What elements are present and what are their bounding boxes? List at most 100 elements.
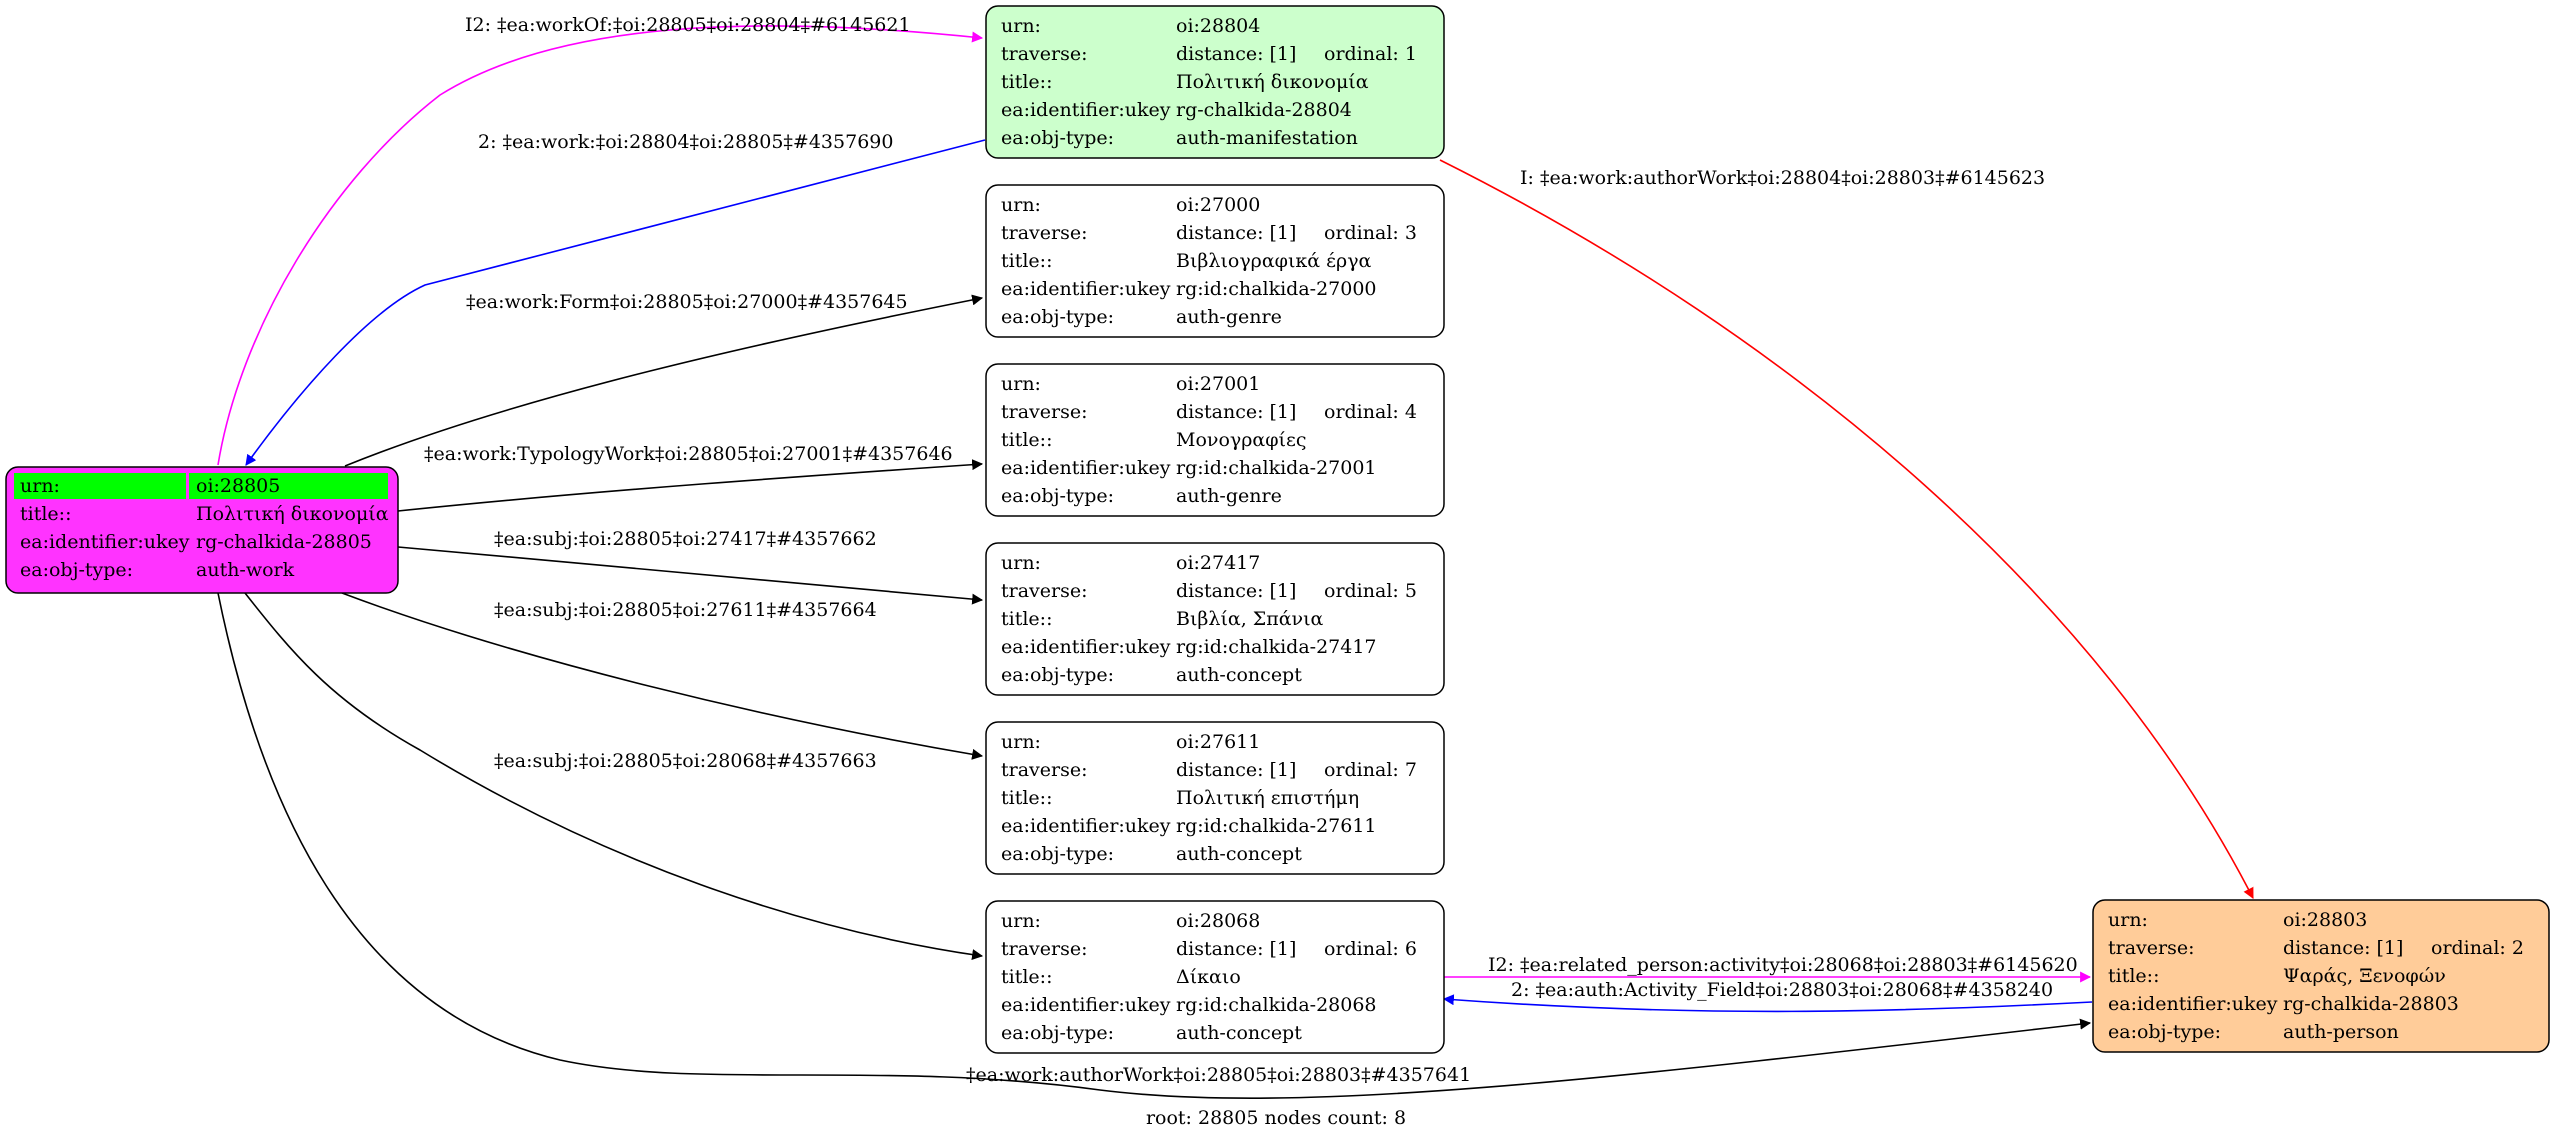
- node-key: ea:identifier:ukey: [1001, 457, 1171, 479]
- node-key: title::: [20, 503, 71, 525]
- node-oi-28068[interactable]: urn: oi:28068 traverse: distance: [1] or…: [985, 900, 1445, 1054]
- node-ordinal: ordinal: 7: [1324, 759, 1417, 781]
- edge-label-related-person: I2: ‡ea:related_person:activity‡oi:28068…: [1488, 954, 2078, 976]
- node-key: urn:: [2108, 909, 2148, 931]
- node-oi-27417[interactable]: urn: oi:27417 traverse: distance: [1] or…: [985, 542, 1445, 696]
- node-value: oi:27417: [1176, 552, 1260, 574]
- edge-label-authorwork-black: ‡ea:work:authorWork‡oi:28805‡oi:28803‡#4…: [966, 1064, 1471, 1086]
- node-ordinal: ordinal: 5: [1324, 580, 1417, 602]
- node-key: title::: [1001, 966, 1052, 988]
- node-oi-27611[interactable]: urn: oi:27611 traverse: distance: [1] or…: [985, 721, 1445, 875]
- node-oi-27000[interactable]: urn: oi:27000 traverse: distance: [1] or…: [985, 184, 1445, 338]
- node-ordinal: ordinal: 4: [1324, 401, 1417, 423]
- node-value: Βιβλιογραφικά έργα: [1176, 250, 1372, 272]
- edge-label-activity-field: 2: ‡ea:auth:Activity_Field‡oi:28803‡oi:2…: [1511, 979, 2053, 1001]
- node-value: auth-genre: [1176, 485, 1282, 507]
- edge-work[interactable]: [245, 139, 986, 466]
- node-oi-28805[interactable]: urn: oi:28805 title:: Πολιτική δικονομία…: [5, 466, 399, 594]
- node-key: ea:identifier:ukey: [1001, 815, 1171, 837]
- node-key: traverse:: [1001, 580, 1088, 602]
- node-ordinal: ordinal: 3: [1324, 222, 1417, 244]
- edge-authorwork-black[interactable]: [217, 592, 2092, 1099]
- node-value: Μονογραφίες: [1176, 429, 1306, 451]
- node-value: auth-genre: [1176, 306, 1282, 328]
- node-value: rg:id:chalkida-27000: [1176, 278, 1377, 300]
- node-value: oi:27001: [1176, 373, 1260, 395]
- edge-subj-27611[interactable]: [341, 592, 984, 760]
- node-key: urn:: [1001, 15, 1041, 37]
- node-key: title::: [1001, 608, 1052, 630]
- edge-workof[interactable]: [217, 25, 984, 466]
- node-key: traverse:: [1001, 222, 1088, 244]
- edge-authorwork-red[interactable]: [1439, 159, 2254, 899]
- edge-label-subj-27611: ‡ea:subj:‡oi:28805‡oi:27611‡#4357664: [494, 599, 877, 621]
- edge-subj-28068[interactable]: [244, 592, 984, 961]
- node-value: distance: [1]: [1176, 43, 1296, 65]
- node-key: ea:obj-type:: [1001, 127, 1114, 149]
- edge-form[interactable]: [344, 294, 984, 467]
- node-key: ea:obj-type:: [2108, 1021, 2221, 1043]
- node-key: traverse:: [2108, 937, 2195, 959]
- node-ordinal: ordinal: 2: [2431, 937, 2524, 959]
- node-value: Βιβλία, Σπάνια: [1176, 608, 1324, 630]
- node-value: Πολιτική επιστήμη: [1176, 787, 1359, 809]
- node-key: ea:obj-type:: [1001, 306, 1114, 328]
- edge-label-workof: I2: ‡ea:workOf:‡oi:28805‡oi:28804‡#61456…: [465, 14, 911, 36]
- node-value: distance: [1]: [1176, 580, 1296, 602]
- node-key: traverse:: [1001, 401, 1088, 423]
- node-key: urn:: [1001, 910, 1041, 932]
- node-value: auth-concept: [1176, 843, 1302, 865]
- node-key: ea:identifier:ukey: [1001, 994, 1171, 1016]
- node-key: ea:obj-type:: [20, 559, 133, 581]
- node-key: ea:identifier:ukey: [1001, 636, 1171, 658]
- node-value: auth-manifestation: [1176, 127, 1358, 149]
- node-value: Πολιτική δικονομία: [196, 503, 389, 525]
- node-key: ea:identifier:ukey: [1001, 278, 1171, 300]
- node-value: oi:28803: [2283, 909, 2367, 931]
- node-value: rg-chalkida-28804: [1176, 99, 1352, 121]
- edge-label-form: ‡ea:work:Form‡oi:28805‡oi:27000‡#4357645: [466, 291, 908, 313]
- node-value: distance: [1]: [1176, 222, 1296, 244]
- node-ordinal: ordinal: 6: [1324, 938, 1417, 960]
- node-key: ea:obj-type:: [1001, 843, 1114, 865]
- edge-subj-27417[interactable]: [397, 546, 984, 605]
- node-value: Δίκαιο: [1176, 966, 1241, 988]
- node-key: ea:identifier:ukey: [1001, 99, 1171, 121]
- node-value: rg:id:chalkida-27001: [1176, 457, 1377, 479]
- node-value: auth-concept: [1176, 664, 1302, 686]
- node-value: Ψαράς, Ξενοφών: [2283, 965, 2446, 987]
- node-key: urn:: [1001, 194, 1041, 216]
- node-value: auth-work: [196, 559, 295, 581]
- node-key: ea:obj-type:: [1001, 1022, 1114, 1044]
- node-value: Πολιτική δικονομία: [1176, 71, 1369, 93]
- node-key: urn:: [20, 475, 60, 497]
- node-oi-28803[interactable]: urn: oi:28803 traverse: distance: [1] or…: [2092, 899, 2550, 1053]
- node-value: rg:id:chalkida-28068: [1176, 994, 1377, 1016]
- node-key: urn:: [1001, 373, 1041, 395]
- node-value: rg-chalkida-28803: [2283, 993, 2459, 1015]
- node-key: traverse:: [1001, 759, 1088, 781]
- edges: I2: ‡ea:workOf:‡oi:28805‡oi:28804‡#61456…: [217, 14, 2254, 1099]
- edge-label-subj-28068: ‡ea:subj:‡oi:28805‡oi:28068‡#4357663: [494, 750, 877, 772]
- node-value: rg:id:chalkida-27417: [1176, 636, 1377, 658]
- node-key: ea:identifier:ukey: [2108, 993, 2278, 1015]
- node-key: title::: [1001, 429, 1052, 451]
- node-key: ea:obj-type:: [1001, 485, 1114, 507]
- node-key: title::: [1001, 787, 1052, 809]
- node-value: oi:28805: [196, 475, 280, 497]
- node-oi-28804[interactable]: urn: oi:28804 traverse: distance: [1] or…: [985, 5, 1445, 159]
- edge-activity-field[interactable]: [1442, 994, 2093, 1013]
- node-key: traverse:: [1001, 938, 1088, 960]
- node-oi-27001[interactable]: urn: oi:27001 traverse: distance: [1] or…: [985, 363, 1445, 517]
- edge-label-work: 2: ‡ea:work:‡oi:28804‡oi:28805‡#4357690: [478, 131, 893, 153]
- node-value: distance: [1]: [1176, 938, 1296, 960]
- node-value: distance: [1]: [2283, 937, 2403, 959]
- edge-label-authorwork-red: I: ‡ea:work:authorWork‡oi:28804‡oi:28803…: [1520, 167, 2045, 189]
- edge-typology[interactable]: [397, 459, 984, 512]
- node-key: title::: [1001, 250, 1052, 272]
- node-value: auth-person: [2283, 1021, 2399, 1043]
- node-value: oi:28068: [1176, 910, 1260, 932]
- node-value: oi:27000: [1176, 194, 1260, 216]
- node-value: auth-concept: [1176, 1022, 1302, 1044]
